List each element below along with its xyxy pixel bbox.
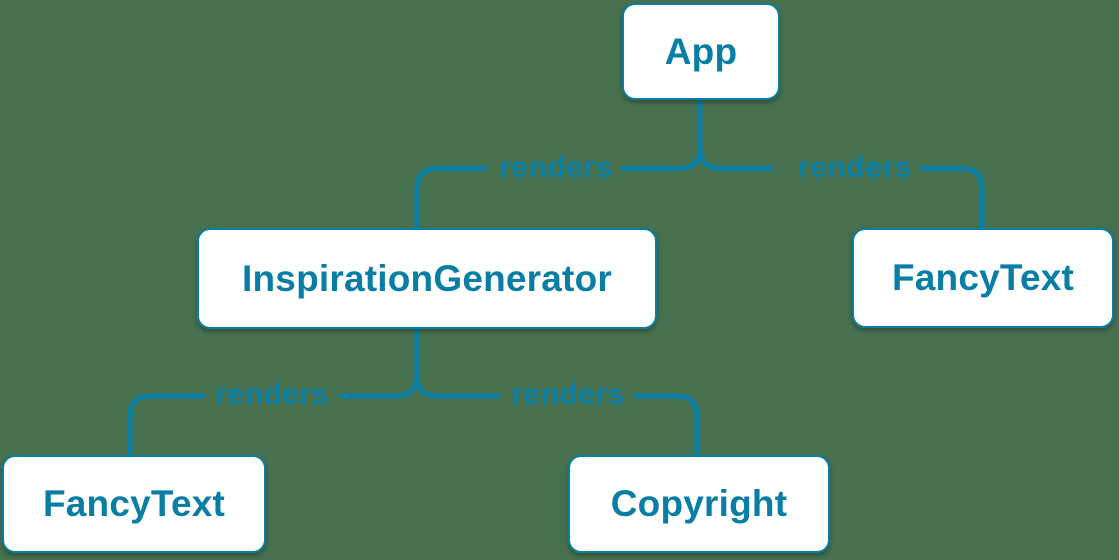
node-fancy-text-top-label: FancyText xyxy=(891,257,1075,298)
edge-inspirationgenerator-to-copyright xyxy=(414,327,700,458)
node-app: App xyxy=(622,3,780,100)
edge-app-to-fancytext xyxy=(697,97,985,231)
edge-label-renders: renders xyxy=(798,151,912,184)
node-copyright-label: Copyright xyxy=(610,483,788,524)
edge-label-renders: renders xyxy=(215,378,329,411)
node-inspiration-generator: InspirationGenerator xyxy=(197,228,657,329)
node-fancy-text-bottom-label: FancyText xyxy=(42,483,226,524)
node-fancy-text-bottom: FancyText xyxy=(2,455,266,553)
node-inspiration-generator-label: InspirationGenerator xyxy=(242,257,612,299)
node-app-label: App xyxy=(664,30,738,72)
node-fancy-text-top: FancyText xyxy=(852,228,1114,328)
edge-label-renders: renders xyxy=(511,378,625,411)
node-copyright: Copyright xyxy=(568,455,830,553)
edge-label-renders: renders xyxy=(499,151,613,184)
